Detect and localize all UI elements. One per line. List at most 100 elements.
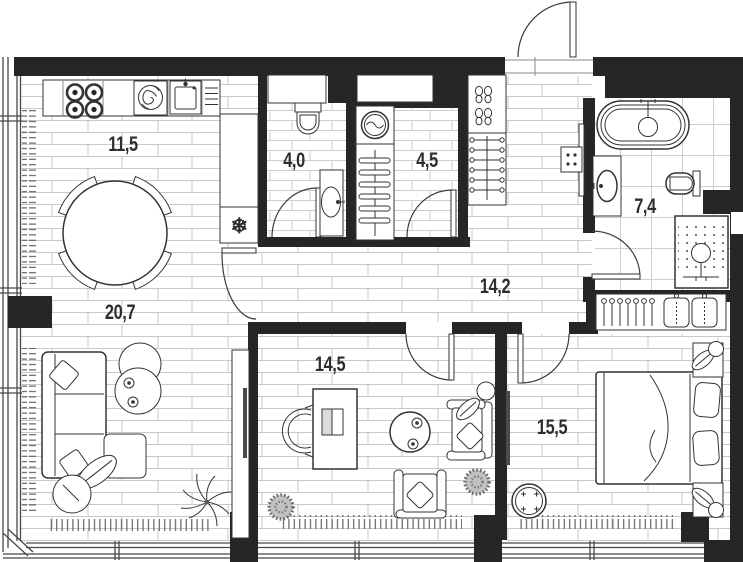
dining-set: [54, 172, 176, 294]
bottom-window-mullions: [114, 541, 595, 560]
wc-fixtures: [267, 74, 345, 237]
wall-top-left: [14, 57, 505, 76]
kitchen-sink-icon: [169, 78, 202, 115]
wall-pillar-wc-top: [328, 73, 358, 103]
room-area-label-bathroom: 7,4: [634, 194, 656, 217]
sofa-pillow: [59, 449, 89, 479]
study-door-arc: [405, 333, 453, 381]
wall-top-right-thick: [605, 74, 730, 98]
wall-corner-bottom-right: [704, 540, 743, 562]
armchair-pillow: [456, 422, 484, 450]
room-area-label-living: 20,7: [105, 300, 135, 323]
study-door-leaf: [448, 333, 455, 381]
room-area-label-study: 14,5: [315, 352, 345, 375]
wall-stub-hall-bedroom: [586, 302, 598, 324]
wall-laundry-niche-bar: [355, 100, 437, 108]
wall-corridor-bottom-3: [569, 322, 598, 334]
armchair-pillow: [406, 481, 434, 509]
bedroom-tv-icon: [506, 391, 510, 465]
sofa-pillow: [49, 360, 79, 390]
study-round-table: [389, 411, 431, 453]
wall-right: [730, 57, 743, 557]
hallway-floor-alcove: [468, 206, 592, 247]
kitchen-door: [221, 247, 257, 320]
table-lamp-icon: [691, 341, 724, 371]
study-door: [405, 333, 455, 381]
bed-pillow: [692, 430, 720, 466]
room-area-label-laundry: 4,5: [416, 148, 438, 171]
room-area-label-wc: 4,0: [283, 148, 305, 171]
doors: [221, 1, 641, 384]
wall-corridor-bottom-2: [452, 322, 522, 334]
hood-vent-icon: [205, 87, 218, 105]
armchair-bottom: [393, 469, 447, 519]
wall-bath-bottom: [258, 237, 470, 247]
room-area-label-hallway: 14,2: [480, 274, 510, 297]
plant-palm-icon: [180, 473, 232, 527]
dishwasher-icon: [133, 80, 168, 116]
laundry-fixtures: [355, 74, 434, 241]
laundry-shelf-niche: [356, 74, 434, 103]
bathroom-door: [591, 230, 641, 280]
bedroom-door-leaf: [517, 333, 524, 384]
bedroom-fixtures: [506, 293, 727, 519]
fridge-cabinet: ❄: [219, 113, 259, 244]
wall-living-study: [248, 322, 258, 541]
hallway-floor-vertical: [506, 76, 592, 207]
room-area-label-bedroom: 15,5: [537, 415, 567, 438]
kitchen-door-arc: [221, 252, 257, 320]
entrance-threshold-lines: [505, 57, 593, 76]
wall-pier-bottom-study: [474, 515, 502, 562]
bed: [595, 371, 723, 485]
left-window-mullions: [0, 115, 22, 394]
coffee-tables: [114, 342, 162, 415]
entrance-door-arc: [517, 1, 574, 58]
wc-shelf-niche: [267, 74, 327, 104]
bathroom-toilet-icon: [665, 170, 701, 197]
wall-pillar-laundry-top: [433, 73, 460, 108]
wall-corridor-bottom-1: [256, 322, 406, 334]
tv-console-living: [231, 349, 250, 539]
shower-icon: [674, 215, 729, 289]
laundry-door-leaf: [450, 189, 457, 238]
radiator-living-bottom: [48, 517, 212, 531]
room-labels: 11,5 4,0 4,5 7,4 14,2 20,7 14,5 15,5: [105, 132, 657, 438]
wardrobe-hangers-icon: [601, 298, 655, 326]
tv-icon: [243, 388, 247, 458]
entrance-door: [517, 1, 577, 58]
plant-icon: [463, 468, 491, 496]
fridge-snowflake-icon: ❄: [230, 215, 247, 238]
pouf: [511, 483, 547, 519]
plant-icon: [267, 493, 295, 521]
hallway-fixtures: [467, 74, 585, 206]
bedroom-door: [517, 333, 570, 384]
bathroom-door-leaf: [591, 273, 641, 280]
nightstand-top: [691, 341, 724, 378]
radiator-left-lower: [22, 348, 36, 514]
hallway-floor-corridor: [256, 247, 592, 322]
wall-laundry-hall: [458, 73, 468, 247]
laundry-door: [406, 189, 457, 238]
living-room-fixtures: [41, 342, 250, 539]
kitchen-fixtures: ❄: [42, 78, 259, 294]
wall-duct-bathroom: [703, 190, 730, 214]
laundry-floor-tiles: [394, 107, 458, 240]
shoes-icon: [474, 85, 493, 126]
towel-rail-icon: [358, 150, 391, 236]
wall-kitchen-wc: [258, 73, 267, 247]
bottom-window-band: [3, 542, 740, 559]
kitchen-door-leaf: [221, 247, 257, 254]
coat-hooks-icon: [469, 137, 505, 193]
bedroom-door-arc: [520, 333, 570, 384]
bed-pillow: [693, 382, 721, 418]
room-area-label-kitchen: 11,5: [108, 132, 137, 155]
clothes-icon: [663, 293, 718, 328]
table-lamp-icon: [691, 487, 724, 518]
bathtub-icon: [596, 99, 690, 150]
floor-lamp-study: [456, 381, 496, 421]
wall-shaft-notch: [731, 212, 743, 234]
study-fixtures: [267, 381, 496, 521]
laundry-door-arc: [406, 189, 453, 238]
desk: [312, 388, 358, 470]
